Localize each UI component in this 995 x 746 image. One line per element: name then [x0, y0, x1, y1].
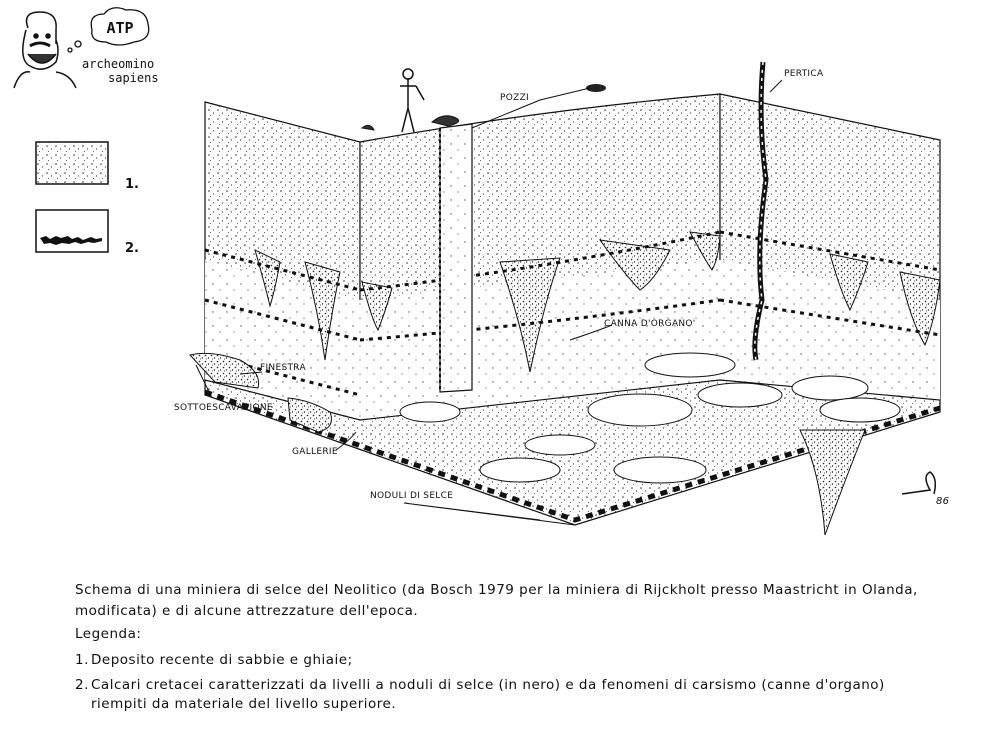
flint-nodule-rows: [204, 230, 941, 397]
organ-pipes: [254, 231, 941, 373]
front-sinkhole: [799, 429, 866, 536]
thought-cloud-icon: [67, 7, 150, 53]
artist-signature-icon: [901, 471, 937, 495]
legend-box-1-number: 1.: [125, 177, 139, 192]
mine-block: [189, 61, 941, 536]
label-finestra: FINESTRA: [260, 363, 306, 373]
legend-item-2-number: 2.: [75, 677, 89, 693]
legend-item-1-text: Deposito recente di sabbie e ghiaie;: [91, 652, 353, 668]
signature-year: 86: [936, 496, 949, 507]
legend-box-2-number: 2.: [125, 241, 139, 256]
legend-item-2-text: Calcari cretacei caratterizzati da livel…: [91, 677, 885, 712]
caption-line-1: Schema di una miniera di selce del Neoli…: [75, 582, 918, 598]
legend-item-1-number: 1.: [75, 652, 89, 668]
labels: POZZI PERTICA CANNA D'ORGANO' FINESTRA S…: [174, 69, 949, 526]
label-pozzi: POZZI: [500, 93, 529, 103]
legend-box-2: 2.: [35, 209, 139, 256]
legend-title: Legenda:: [75, 626, 142, 642]
logo-sign: ATP: [106, 19, 133, 37]
galleries: [399, 352, 901, 484]
label-pertica: PERTICA: [784, 69, 824, 79]
rope-coil-icon: [430, 115, 460, 127]
legend-item-1: 1. Deposito recente di sabbie e ghiaie;: [75, 651, 945, 670]
label-noduli: NODULI DI SELCE: [370, 491, 453, 501]
caption: Schema di una miniera di selce del Neoli…: [75, 580, 945, 714]
logo: ATP archeomino sapiens: [13, 7, 159, 89]
caption-line-2: modificata) e di alcune attrezzature del…: [75, 603, 419, 619]
mine-shaft: [439, 123, 473, 393]
flint-mine-diagram: ATP archeomino sapiens 1. 2.: [13, 7, 949, 536]
miner-figure-icon: [400, 68, 425, 133]
label-sottoescavazione: SOTTOESCAVAZIONE: [174, 403, 273, 413]
tool-icon: [360, 124, 375, 131]
logo-line-2: sapiens: [108, 71, 159, 85]
legend-box-1: 1.: [35, 141, 139, 192]
legend-item-2: 2. Calcari cretacei caratterizzati da li…: [75, 676, 945, 714]
label-gallerie: GALLERIE: [292, 447, 338, 457]
logo-line-1: archeomino: [82, 57, 154, 71]
caveman-face-icon: [13, 11, 77, 89]
label-canna: CANNA D'ORGANO': [604, 319, 696, 329]
shaft-opening-icon: [586, 84, 606, 92]
